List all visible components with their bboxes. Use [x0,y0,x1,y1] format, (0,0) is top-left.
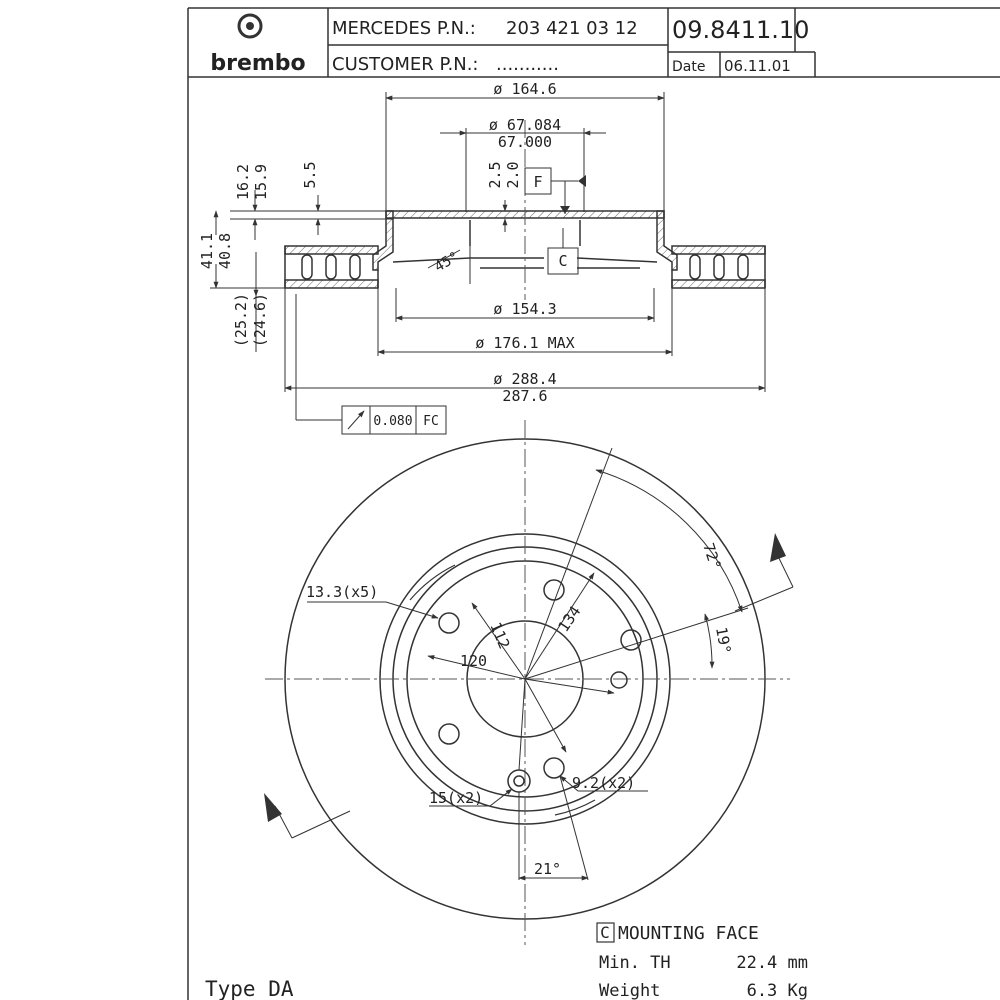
date-label: Date [672,59,705,75]
holes-13-3: 13.3(x5) [306,583,378,601]
dim-16-2: 16.2 [234,164,252,200]
tolerance-value: 0.080 [373,414,412,429]
dim-dia-67-084: ø 67.084 [489,116,561,134]
dim-15-9: 15.9 [252,164,270,200]
mounting-face-label: MOUNTING FACE [618,923,759,944]
holes-15: 15(x2) [429,789,483,807]
dim-5-5: 5.5 [301,161,319,188]
angle-21: 21° [534,860,561,878]
dim-dia-288-4: ø 288.4 [493,370,556,388]
holes-9-2: 9.2(x2) [572,774,635,792]
dim-41-1: 41.1 [198,233,216,269]
dim-134: 134 [554,603,584,636]
oem-number: 203 421 03 12 [506,18,638,39]
angle-72: 72° [699,541,724,572]
oem-label: MERCEDES P.N.: [332,18,476,39]
brembo-logo: brembo [210,13,306,76]
disc-face-view: 72° 13.3(x5) 112 134 120 19° 15(x2) 9.2(… [264,420,794,945]
tolerance-ref: FC [423,414,439,429]
datum-f: F [533,173,542,191]
dim-dia-164-6: ø 164.6 [493,80,556,98]
brand-wordmark: brembo [210,51,305,76]
view-arrow-bottom-left [264,793,282,822]
dim-24-6: (24.6) [251,293,269,347]
view-arrow-top-right [770,533,786,562]
dim-dia-154-3: ø 154.3 [493,300,556,318]
customer-label: CUSTOMER P.N.: [332,54,479,75]
weight-value: 6.3 Kg [747,981,808,1000]
weight-label: Weight [599,981,660,1000]
dim-2-0: 2.0 [504,161,522,188]
dim-dia-287-6: 287.6 [502,387,547,405]
min-th-value: 22.4 mm [736,953,808,973]
angle-45: 45° [432,249,462,276]
dim-120: 120 [460,652,487,670]
dim-40-8: 40.8 [216,233,234,269]
customer-dots: ........... [496,54,559,75]
mounting-face-box: C [600,923,610,942]
dim-25-2: (25.2) [232,293,250,347]
angle-19: 19° [712,626,734,656]
dim-dia-67-000: 67.000 [498,133,552,151]
part-number: 09.8411.10 [672,16,809,44]
dim-2-5: 2.5 [486,161,504,188]
drawing-frame [187,7,1000,1000]
date-value: 06.11.01 [724,57,791,75]
dim-dia-176-1: ø 176.1 MAX [475,334,574,352]
dim-112: 112 [486,620,513,652]
drawing-notes: C MOUNTING FACE Min. TH 22.4 mm Weight 6… [205,922,808,1000]
disc-section-view: ø 164.6 ø 67.084 67.000 16.2 15.9 5.5 2.… [198,80,766,435]
datum-c: C [558,252,567,270]
type-label: Type DA [205,977,294,1000]
min-th-label: Min. TH [599,953,671,973]
